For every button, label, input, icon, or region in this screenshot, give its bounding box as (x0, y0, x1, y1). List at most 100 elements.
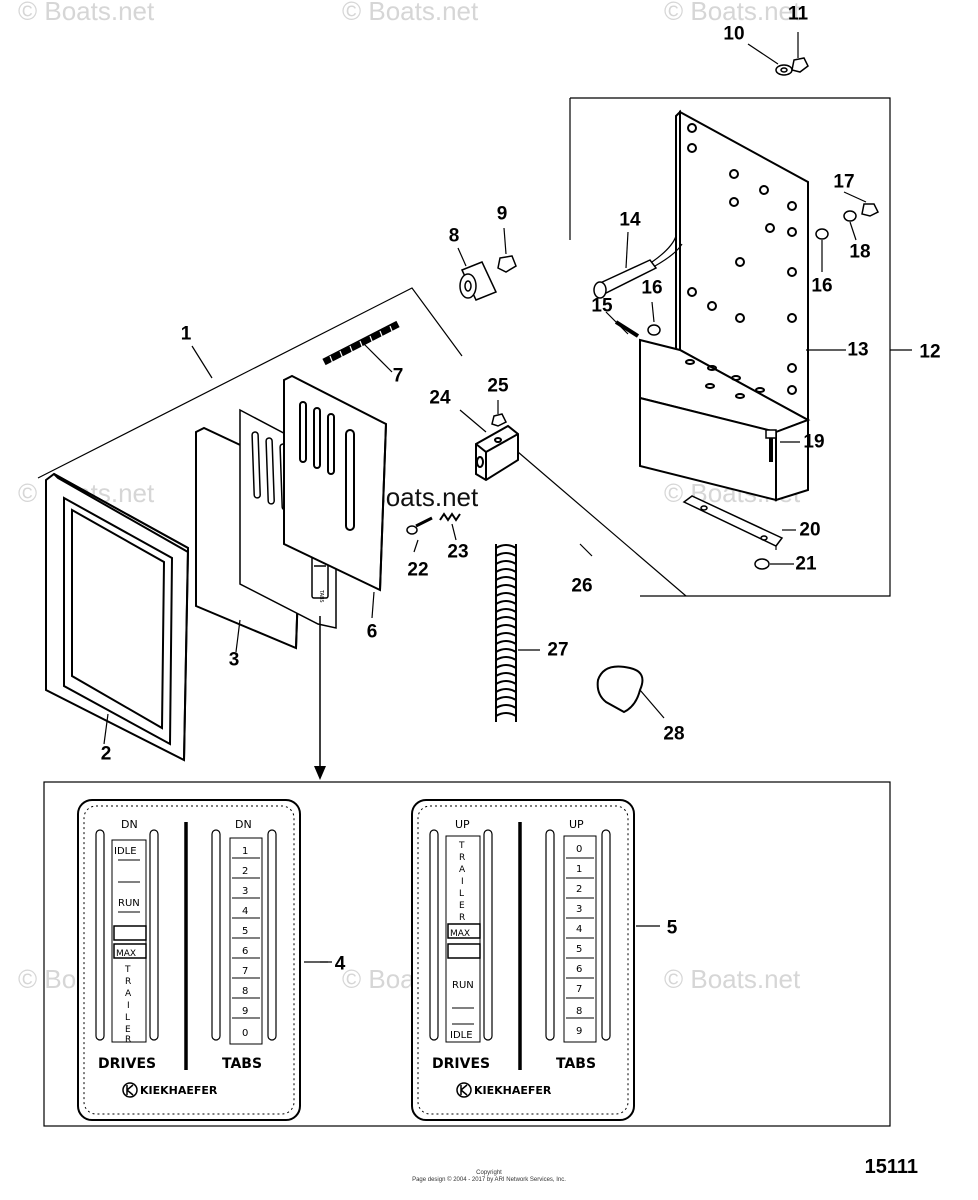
left-drives-scale-8: E (125, 1025, 131, 1035)
left-tab-5: 5 (242, 926, 248, 937)
left-tab-4: 4 (242, 906, 248, 917)
callout-24: 24 (429, 387, 451, 409)
copyright-line-2: Page design © 2004 - 2017 by ARI Network… (412, 1177, 566, 1183)
right-drives-scale-5: E (459, 901, 465, 911)
nut-9 (497, 255, 517, 273)
callout-17: 17 (833, 171, 855, 193)
left-tab-2: 2 (242, 866, 248, 877)
group-bracket-12 (570, 97, 891, 597)
callout-8: 8 (448, 225, 460, 247)
nut-25 (491, 413, 508, 427)
faceplate-tabs: TABS (318, 589, 324, 603)
brand-logo-icon (122, 1082, 138, 1098)
callout-7: 7 (392, 365, 404, 387)
nut-18 (861, 203, 880, 217)
strap-20 (682, 495, 796, 550)
left-tab-8: 8 (242, 986, 248, 997)
right-drives-title: DRIVES (432, 1056, 490, 1072)
callout-15: 15 (591, 295, 613, 317)
callout-1: 1 (180, 323, 192, 345)
callout-9: 9 (496, 203, 508, 225)
right-drives-top: UP (455, 818, 470, 831)
watermark: © Boats.net (18, 0, 155, 26)
callout-16b: 16 (811, 275, 833, 297)
tab-scale-left (232, 857, 260, 1019)
right-tab-5: 5 (576, 944, 582, 955)
right-tab-6: 6 (576, 964, 582, 975)
left-drives-scale-3: T (124, 965, 131, 975)
callout-26: 26 (571, 575, 593, 597)
left-drives-scale-7: L (125, 1013, 130, 1023)
left-drives-scale-9: R (125, 1035, 131, 1045)
left-drives-scale-6: I (127, 1001, 130, 1011)
right-drives-scale-6: R (459, 913, 465, 923)
knob-28 (596, 665, 665, 719)
back-plate-6 (283, 374, 388, 619)
callout-19: 19 (803, 431, 825, 453)
nut-11 (791, 57, 809, 73)
watermark: © Boats.net (664, 0, 801, 26)
brand-logo-icon (456, 1082, 472, 1098)
right-drives-scale-3: I (461, 877, 464, 887)
callout-21: 21 (795, 553, 817, 575)
spring-27 (495, 544, 540, 722)
left-drives-scale-1: RUN (118, 898, 140, 909)
callout-20: 20 (799, 519, 821, 541)
callout-23: 23 (447, 541, 469, 563)
right-tab-0: 0 (576, 844, 582, 855)
callout-18: 18 (849, 241, 871, 263)
right-drives-scale-4: L (459, 889, 464, 899)
right-tab-7: 7 (576, 984, 582, 995)
indicator-panel-5 (411, 799, 635, 1121)
callout-5: 5 (666, 917, 678, 939)
nut-21 (754, 558, 770, 570)
callout-11: 11 (787, 3, 809, 25)
right-drives-scale-8: RUN (452, 980, 474, 991)
pin-22 (406, 516, 433, 553)
watermark: © Boats.net (342, 0, 479, 26)
watermark: © Boats.net (664, 964, 801, 994)
left-drives-scale-5: A (125, 989, 132, 999)
left-tab-6: 6 (242, 946, 248, 957)
callout-28: 28 (663, 723, 685, 745)
spring-23 (439, 512, 461, 541)
left-tab-1: 1 (242, 846, 248, 857)
callout-14: 14 (619, 209, 641, 231)
callout-3: 3 (228, 649, 240, 671)
right-tabs-title: TABS (556, 1056, 596, 1072)
left-tab-0: 0 (242, 1028, 248, 1039)
copyright-notice: Copyright Page design © 2004 - 2017 by A… (0, 1170, 978, 1184)
callout-27: 27 (547, 639, 569, 661)
indicator-panel-4 (77, 799, 328, 1121)
right-drives-scale-9: IDLE (450, 1030, 473, 1041)
left-tab-7: 7 (242, 966, 248, 977)
left-drives-scale-2: MAX (116, 949, 136, 959)
spacer-8 (457, 247, 498, 301)
right-brand: KIEKHAEFER (474, 1084, 552, 1097)
callout-13: 13 (847, 339, 869, 361)
nut-16 (647, 324, 661, 336)
callout-22: 22 (407, 559, 429, 581)
bolt-19 (765, 429, 800, 462)
callout-2: 2 (100, 743, 112, 765)
left-drives-top: DN (121, 818, 138, 831)
group-outline-1 (37, 287, 463, 479)
callout-6: 6 (366, 621, 378, 643)
screw-15 (605, 311, 640, 338)
right-tab-3: 3 (576, 904, 582, 915)
left-drives-scale-4: R (125, 977, 131, 987)
right-drives-scale-2: A (459, 865, 466, 875)
right-tab-9: 9 (576, 1026, 582, 1037)
panel-box (43, 781, 891, 1127)
cable-26 (517, 451, 687, 597)
callout-12: 12 (919, 341, 941, 363)
callout-10: 10 (723, 23, 745, 45)
left-brand: KIEKHAEFER (140, 1084, 218, 1097)
right-drives-scale-1: R (459, 853, 465, 863)
right-tab-2: 2 (576, 884, 582, 895)
tab-scale-right (566, 857, 594, 1019)
right-tab-1: 1 (576, 864, 582, 875)
left-tabs-title: TABS (222, 1056, 262, 1072)
